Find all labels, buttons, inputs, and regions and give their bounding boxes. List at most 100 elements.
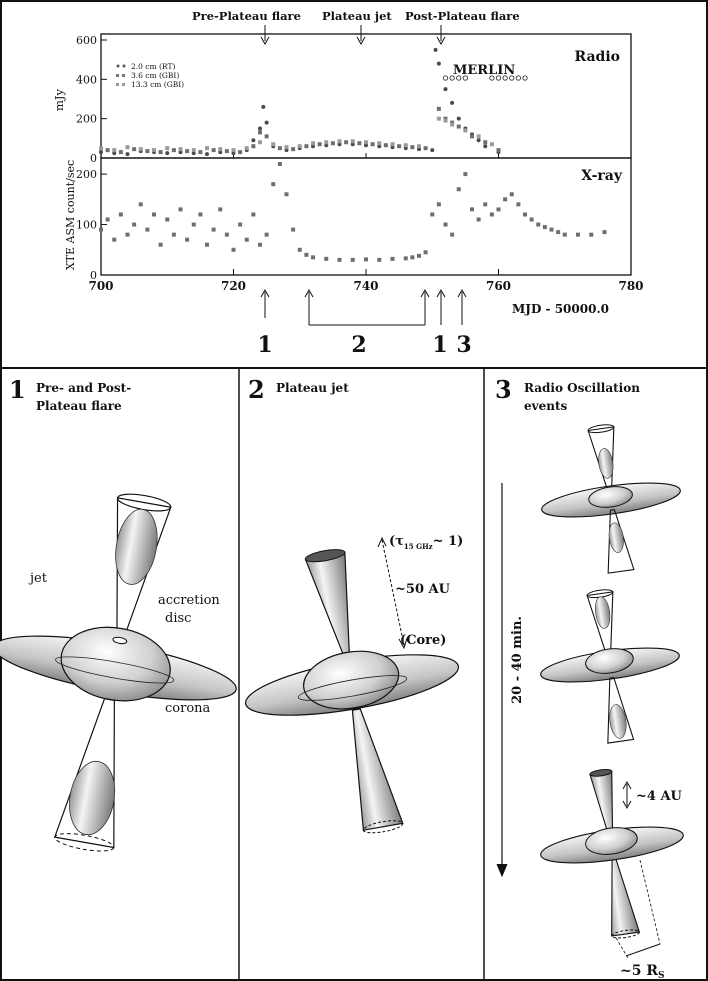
radio-point [436, 61, 441, 66]
xray-point [185, 237, 190, 242]
event-2-lower-blob [609, 704, 627, 739]
panel-1-title-line1: Pre- and Post- [36, 381, 131, 395]
radio-point [138, 147, 143, 152]
radio-point [224, 149, 229, 154]
radio-point [390, 142, 395, 147]
panel-3-title-line2: events [524, 399, 568, 413]
xtick-label: 700 [88, 279, 113, 293]
radio-point [112, 148, 117, 153]
radio-point [185, 149, 190, 154]
plateau-disc-inner [297, 675, 408, 701]
xray-point [562, 232, 567, 237]
radio-point [258, 130, 262, 135]
panel-2-diagram [244, 549, 460, 834]
radio-point [410, 145, 415, 150]
radio-point [311, 141, 315, 146]
xray-point [99, 227, 103, 232]
xray-point [450, 232, 455, 237]
radio-point [125, 145, 130, 150]
xray-point [503, 197, 508, 202]
xray-point [105, 217, 110, 222]
post-plateau-flare-label: Post-Plateau flare [405, 9, 520, 23]
xray-point [238, 222, 243, 227]
radio-point [476, 138, 481, 143]
radio-point [271, 142, 276, 147]
merlin-marker [449, 75, 455, 81]
radio-point [436, 116, 441, 121]
legend-marker-13cm [116, 83, 119, 86]
xray-point [205, 242, 209, 247]
radio-ytick-label: 400 [76, 73, 97, 86]
xray-point [132, 222, 137, 227]
tau-label: (τ15 GHz~ 1) [389, 534, 463, 551]
xray-point [271, 182, 276, 187]
xray-point [423, 250, 428, 255]
radio-point [383, 143, 388, 148]
marker-3-label: 3 [456, 332, 471, 358]
plateau-upper-jet [304, 551, 351, 662]
radio-point [211, 148, 216, 153]
event-3-lower-jet [611, 858, 641, 937]
legend-label-2cm: 2.0 cm (RT) [131, 62, 175, 71]
xray-point [529, 217, 534, 222]
event-1-lower-blob [608, 522, 624, 553]
merlin-label: MERLIN [453, 63, 515, 78]
plateau-upper-jet-rim [304, 549, 346, 563]
top-annotations: Pre-Plateau flare Plateau jet Post-Plate… [192, 9, 520, 46]
xray-point [443, 222, 448, 227]
oscillation-event-3 [540, 769, 684, 939]
pre-flare-arrowhead [260, 36, 270, 46]
radio-point [264, 120, 269, 125]
core-label: (Core) [400, 633, 446, 648]
xray-ytick-label: 200 [76, 168, 97, 181]
radio-point [304, 144, 309, 149]
xray-point [251, 212, 256, 217]
xray-point [297, 247, 302, 252]
radio-panel-label: Radio [575, 49, 620, 65]
xray-point [231, 247, 236, 252]
radio-point [423, 146, 428, 151]
radio-point [258, 126, 262, 131]
xray-point [304, 252, 309, 257]
radio-point [261, 104, 266, 109]
panel-3-number: 3 [495, 375, 512, 404]
pre-plateau-flare-label: Pre-Plateau flare [192, 9, 301, 23]
radio-point [456, 124, 461, 129]
time-arrowhead [496, 863, 508, 878]
oscillation-event-1 [541, 424, 681, 574]
radio-point [178, 147, 183, 152]
event-2-upper-blob [595, 596, 611, 629]
xray-point [509, 192, 514, 197]
panel-3: 3 Radio Oscillation events 20 - 40 min. [495, 375, 684, 981]
plateau-scale-arrowhead-bottom [398, 637, 408, 650]
radio-point [125, 152, 130, 157]
radio-point [277, 146, 282, 151]
radio-point [205, 146, 209, 151]
xray-point [463, 172, 468, 177]
merlin-marker [509, 75, 515, 81]
xray-point [337, 257, 342, 262]
xray-point [417, 253, 421, 258]
xray-point [436, 202, 441, 207]
marker-3-arrowhead [457, 288, 467, 298]
radio-point [191, 148, 196, 153]
xray-point [152, 212, 156, 217]
panel-1-title-line2: Plateau flare [36, 399, 122, 413]
radio-ytick-label: 600 [76, 34, 97, 47]
radio-point [231, 148, 236, 153]
radio-point [430, 148, 435, 153]
corona-label: corona [165, 701, 211, 716]
lower-jet-bottom-rim [54, 833, 115, 852]
time-range-label: 20 - 40 min. [510, 616, 525, 704]
xray-point [244, 237, 249, 242]
xray-point [542, 225, 547, 230]
event-2-lower-jet [607, 676, 635, 744]
radio-legend: 2.0 cm (RT) 3.6 cm (GBI) 13.3 cm (GBI) [116, 62, 184, 89]
xray-point [158, 242, 163, 247]
event-1-corona [588, 486, 633, 508]
plateau-jet-arrowhead [356, 36, 366, 46]
xray-point [112, 237, 117, 242]
radio-point [258, 140, 262, 145]
radio-point [350, 139, 355, 144]
